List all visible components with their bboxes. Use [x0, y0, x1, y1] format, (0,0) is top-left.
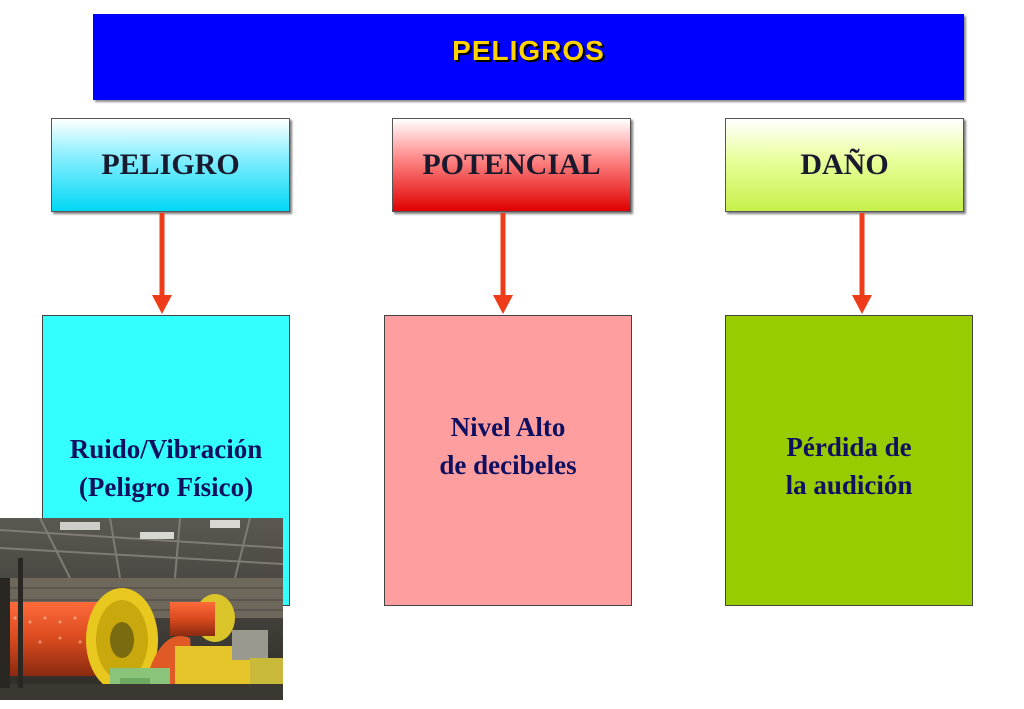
body-line: Ruido/Vibración — [69, 433, 263, 464]
body-line: (Peligro Físico) — [78, 471, 254, 502]
header-label-potencial: POTENCIAL — [422, 148, 601, 181]
mill-machinery-photo — [0, 518, 283, 700]
header-box-potencial: POTENCIAL — [392, 118, 631, 212]
body-line: de decibeles — [439, 449, 577, 480]
banner-title: PELIGROS — [452, 35, 605, 66]
header-box-peligro: PELIGRO — [51, 118, 290, 212]
title-banner: PELIGROS — [93, 14, 964, 100]
body-box-perdida: Pérdida de la audición — [725, 315, 973, 606]
header-label-dano: DAÑO — [800, 148, 889, 181]
header-box-dano: DAÑO — [725, 118, 964, 212]
down-arrow-icon — [493, 213, 513, 315]
body-line: Pérdida de — [786, 431, 912, 462]
header-label-peligro: PELIGRO — [101, 148, 240, 181]
body-line: la audición — [785, 469, 913, 500]
body-line: Nivel Alto — [450, 411, 566, 442]
down-arrow-icon — [152, 213, 172, 315]
body-box-nivel: Nivel Alto de decibeles — [384, 315, 632, 606]
down-arrow-icon — [852, 213, 872, 315]
